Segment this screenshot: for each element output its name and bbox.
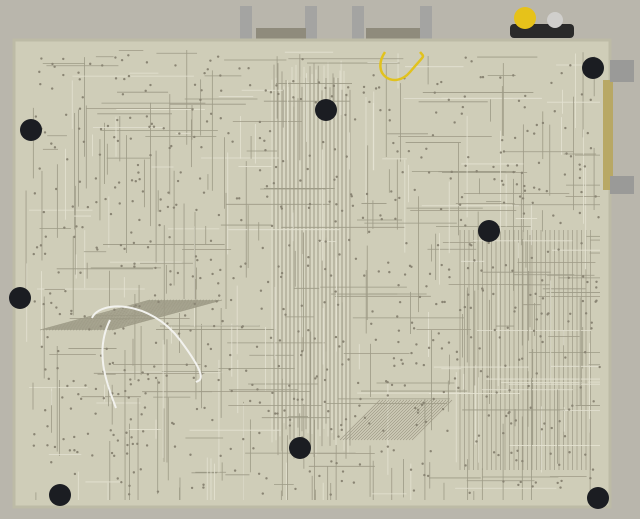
rubber-foot — [478, 220, 500, 242]
rubber-foot — [20, 119, 42, 141]
top-connectors — [240, 6, 432, 40]
reset-button — [510, 7, 574, 38]
rubber-foot — [582, 57, 604, 79]
rubber-foot — [587, 487, 609, 509]
white-jumper-wire — [91, 305, 202, 409]
right-edge-connector — [603, 60, 634, 194]
rubber-foot — [315, 99, 337, 121]
rubber-feet — [9, 57, 609, 509]
rubber-foot — [289, 437, 311, 459]
yellow-jumper-wire — [379, 51, 425, 82]
rubber-foot — [49, 484, 71, 506]
copper-traces — [25, 50, 601, 500]
rubber-foot — [9, 287, 31, 309]
